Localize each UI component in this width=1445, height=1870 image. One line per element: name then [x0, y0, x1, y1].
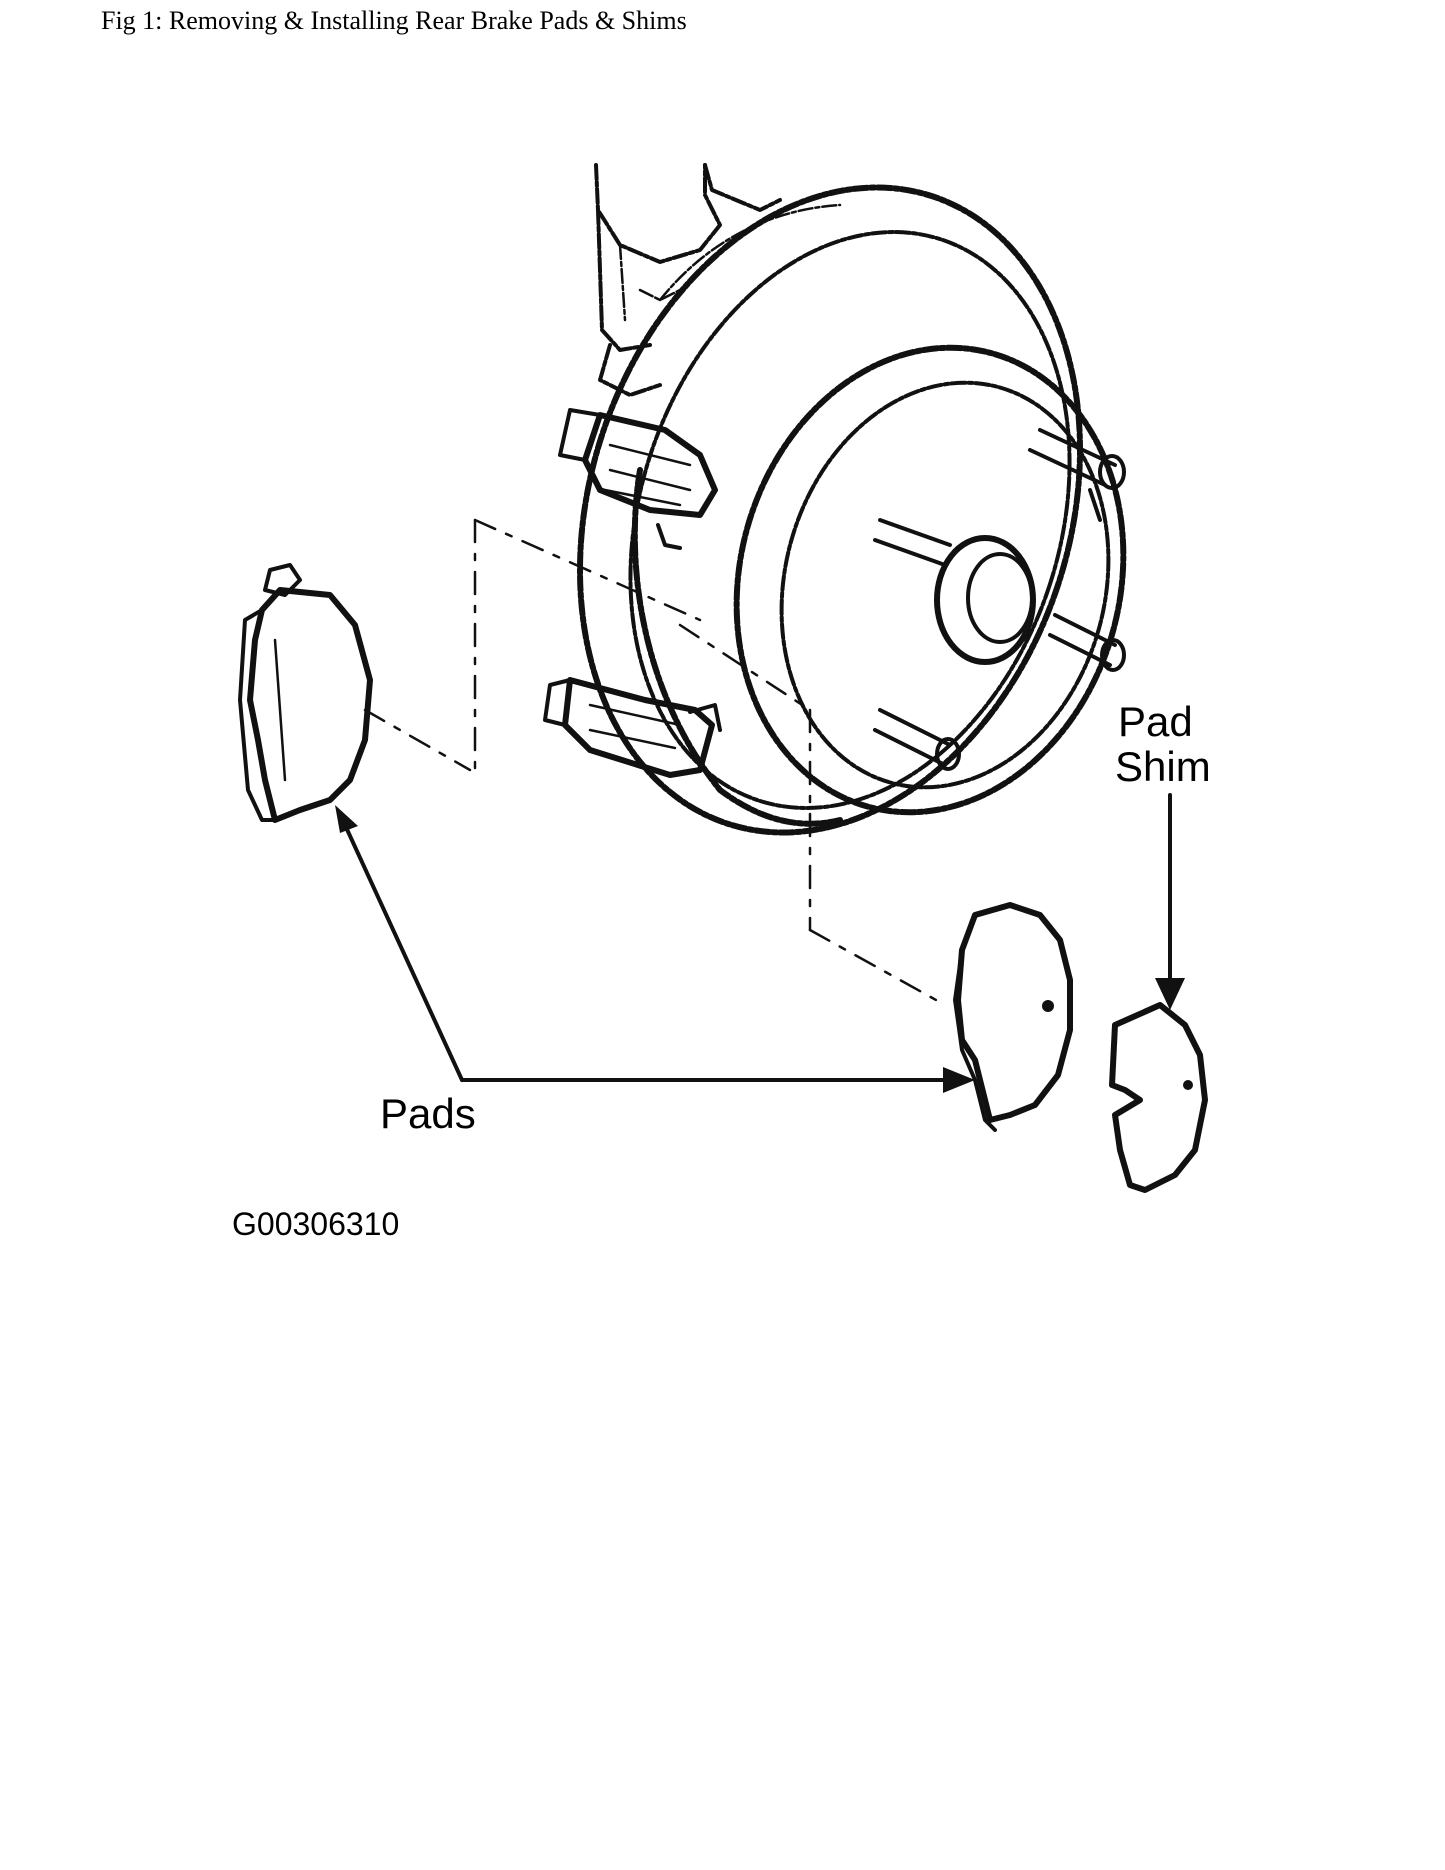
pad-shim-label-line2: Shim: [1115, 743, 1211, 790]
shim-hole-dot: [1183, 1080, 1193, 1090]
pad-shim-label-line1: Pad: [1118, 698, 1193, 745]
pads-arrows: [335, 805, 975, 1093]
figure-code: G00306310: [232, 1206, 399, 1242]
pad-hole-dot: [1042, 1000, 1054, 1012]
wheel-studs: [873, 428, 1126, 771]
alignment-lines-left: [363, 518, 702, 772]
suspension-knuckle: [594, 163, 782, 397]
caliper-slide-upper: [558, 408, 718, 550]
pad-shim-arrow: [1155, 793, 1185, 1010]
brake-pad-right: [953, 902, 1073, 1132]
wheel-hub: [733, 344, 1127, 816]
pad-shim: [1109, 1002, 1208, 1193]
caliper-slide-lower: [543, 677, 722, 778]
figure-caption: Fig 1: Removing & Installing Rear Brake …: [101, 6, 687, 35]
pads-label: Pads: [380, 1090, 476, 1137]
brake-pad-left: [238, 563, 373, 823]
alignment-lines-right: [678, 623, 947, 1007]
